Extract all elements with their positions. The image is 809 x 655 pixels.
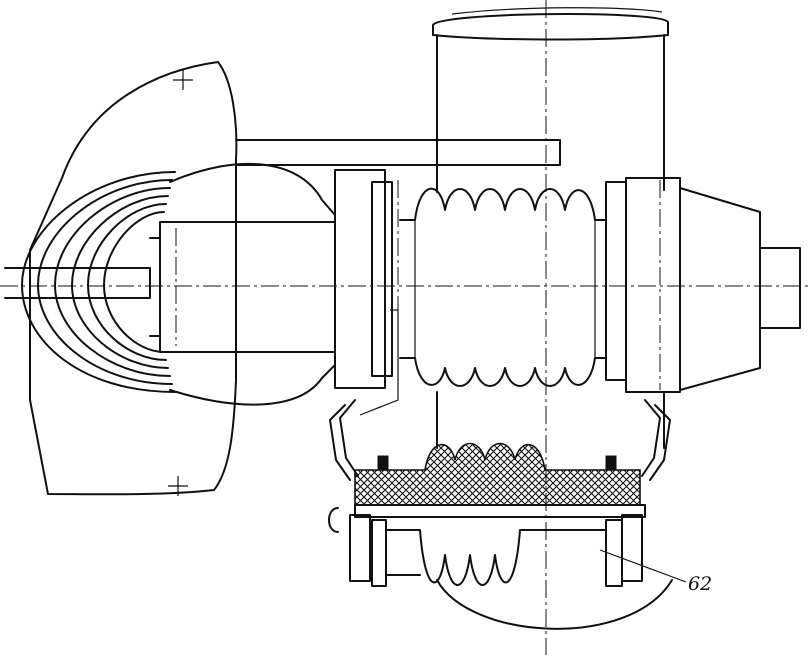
right-flange	[605, 177, 681, 393]
callout-part-62: 62	[599, 549, 712, 595]
callout-label: 62	[688, 573, 712, 595]
lower-housing	[436, 391, 673, 630]
upper-bellows	[399, 187, 607, 387]
lower-clamps	[329, 309, 671, 481]
lower-bellows	[328, 507, 643, 587]
left-flange	[334, 169, 393, 389]
round-body	[149, 162, 336, 406]
insulation-section	[354, 442, 646, 518]
left-hood	[29, 61, 561, 496]
cable-coils	[4, 171, 176, 393]
right-nozzle	[679, 187, 801, 391]
